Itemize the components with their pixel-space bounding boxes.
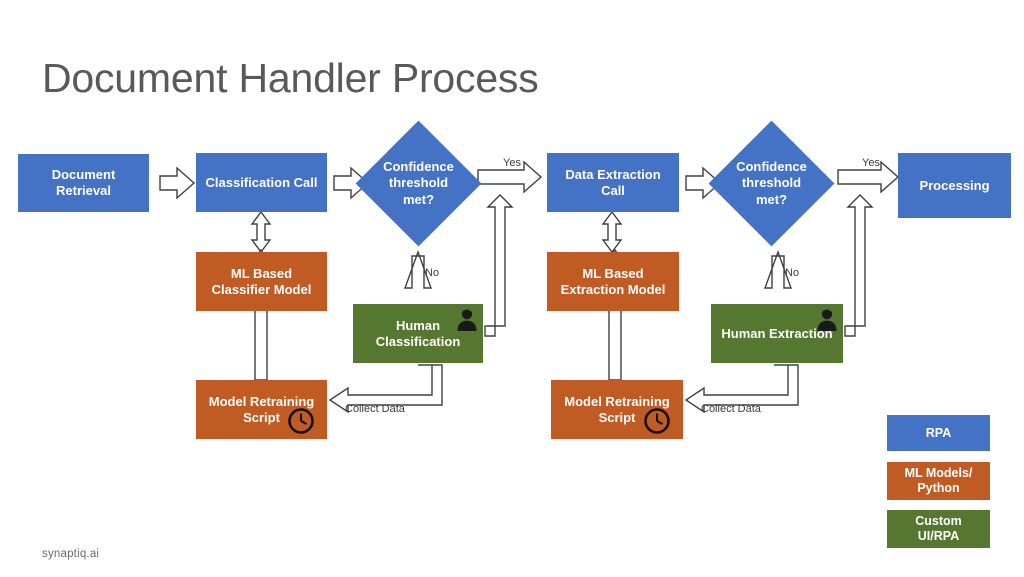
node-human-classification[interactable]: Human Classification (353, 304, 483, 363)
legend-item-custom-ui-rpa: Custom UI/RPA (887, 510, 990, 548)
footer-brand: synaptiq.ai (42, 548, 100, 560)
node-label: ML Based Extraction Model (560, 265, 666, 297)
node-label: Data Extraction Call (565, 166, 661, 198)
node-confidence-threshold-2[interactable]: Confidence threshold met? (708, 120, 835, 247)
legend-item-ml-models-python: ML Models/ Python (887, 462, 990, 500)
clock-icon (287, 407, 315, 435)
person-icon (816, 307, 838, 331)
edge-label-no-2: No (785, 267, 800, 279)
node-model-retraining-script-2[interactable]: Model Retraining Script (551, 380, 683, 439)
node-label: Human Classification (375, 317, 461, 349)
node-label: Classification Call (205, 174, 318, 190)
page-title: Document Handler Process (42, 55, 539, 101)
node-label: Human Extraction (721, 325, 833, 341)
node-classification-call[interactable]: Classification Call (196, 153, 327, 212)
edge-label-yes-2: Yes (862, 157, 880, 169)
arrow-retrieval-to-classification (159, 166, 196, 200)
clock-icon (643, 407, 671, 435)
person-icon (456, 307, 478, 331)
arrow-classification-model-bidirectional (250, 210, 272, 254)
node-label: ML Based Classifier Model (211, 265, 312, 297)
node-ml-extraction-model[interactable]: ML Based Extraction Model (547, 252, 679, 311)
edge-label-yes-1: Yes (503, 157, 521, 169)
node-label: Document Retrieval (51, 167, 116, 198)
node-human-extraction[interactable]: Human Extraction (711, 304, 843, 363)
edge-label-no-1: No (425, 267, 440, 279)
legend-label: Custom UI/RPA (915, 514, 962, 543)
edge-label-collect-data-1: Collect Data (345, 403, 405, 415)
legend-item-rpa: RPA (887, 415, 990, 451)
legend-label: RPA (925, 425, 952, 440)
arrow-extraction-model-bidirectional (601, 210, 623, 254)
arrow-human-classification-return (484, 194, 514, 337)
node-data-extraction-call[interactable]: Data Extraction Call (547, 153, 679, 212)
node-confidence-threshold-1[interactable]: Confidence threshold met? (355, 120, 482, 247)
node-processing[interactable]: Processing (898, 153, 1011, 218)
node-label: Processing (919, 177, 990, 193)
node-document-retrieval[interactable]: Document Retrieval (18, 154, 149, 212)
node-label: Model Retraining Script (564, 393, 670, 425)
arrow-human-extraction-return (844, 194, 874, 337)
node-ml-classifier-model[interactable]: ML Based Classifier Model (196, 252, 327, 311)
node-label: Model Retraining Script (208, 393, 315, 425)
edge-label-collect-data-2: Collect Data (701, 403, 761, 415)
node-model-retraining-script-1[interactable]: Model Retraining Script (196, 380, 327, 439)
node-label: Confidence threshold met? (383, 159, 454, 207)
legend-label: ML Models/ Python (904, 466, 973, 495)
node-label: Confidence threshold met? (736, 159, 807, 207)
